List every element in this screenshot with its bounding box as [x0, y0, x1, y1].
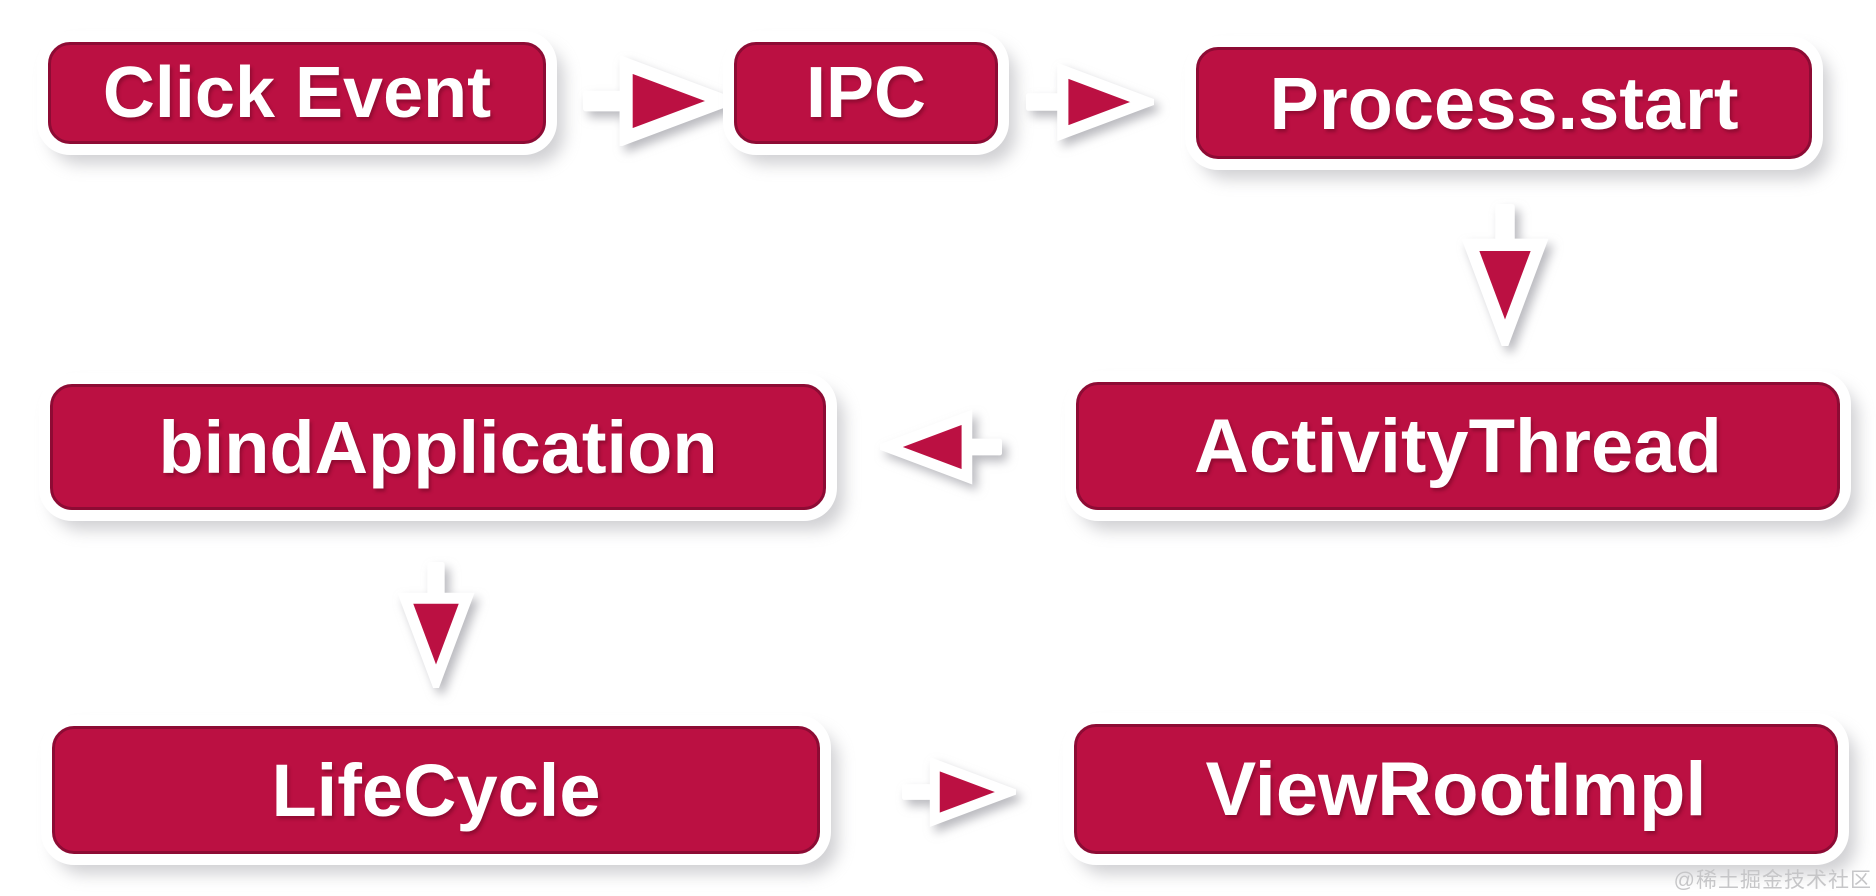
arrow-click-event-to-ipc-icon	[582, 54, 743, 148]
node-ipc-label: IPC	[805, 53, 927, 133]
node-lifecycle: LifeCycle	[52, 726, 820, 854]
node-bind-application-label: bindApplication	[158, 405, 718, 489]
node-view-root-impl-label: ViewRootImpl	[1205, 746, 1707, 832]
watermark: @稀土掘金技术社区	[1673, 869, 1872, 892]
arrow-lifecycle-to-view-root-impl-icon	[902, 750, 1024, 834]
arrow-bind-application-to-lifecycle-icon	[388, 562, 484, 696]
node-bind-application: bindApplication	[50, 384, 826, 510]
node-process-start-label: Process.start	[1269, 61, 1739, 145]
node-view-root-impl: ViewRootImpl	[1074, 724, 1838, 854]
arrow-activity-thread-to-bind-application-icon	[872, 402, 1002, 492]
node-ipc: IPC	[734, 42, 998, 144]
node-lifecycle-label: LifeCycle	[271, 748, 601, 832]
arrow-process-start-to-activity-thread-icon	[1450, 204, 1560, 355]
node-process-start: Process.start	[1196, 47, 1812, 159]
node-activity-thread-label: ActivityThread	[1194, 403, 1722, 489]
arrow-ipc-to-process-start-icon	[1026, 62, 1162, 142]
node-click-event-label: Click Event	[102, 53, 492, 133]
node-activity-thread: ActivityThread	[1076, 382, 1840, 510]
node-click-event: Click Event	[48, 42, 546, 144]
